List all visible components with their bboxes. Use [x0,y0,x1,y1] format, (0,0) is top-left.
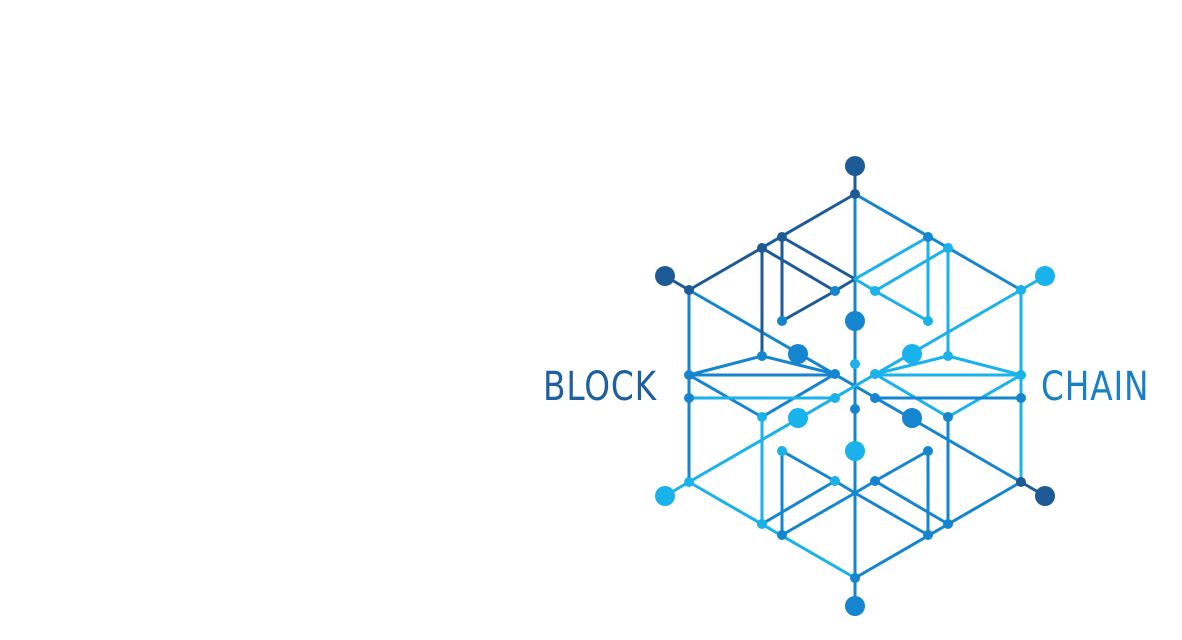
network-junction-node [684,477,694,487]
network-outer-node [845,156,865,176]
network-line [946,373,1023,419]
network-outer-node [1035,266,1055,286]
network-line [873,354,950,376]
network-line [687,480,857,580]
network-junction-node [777,446,787,456]
network-junction-node [757,243,767,253]
network-line [780,235,857,281]
network-line [853,491,930,537]
network-junction-node [1016,393,1026,403]
network-inner-node [845,441,865,461]
network-line [687,192,857,292]
network-junction-node [1016,477,1026,487]
network-junction-node [777,530,787,540]
network-junction-node [870,286,880,296]
network-junction-node [684,370,694,380]
network-line [853,480,1023,580]
logo-word-chain: CHAIN [1041,364,1150,410]
network-line [873,289,930,323]
network-junction-node [757,351,767,361]
network-junction-node [870,369,880,379]
network-line [687,354,764,377]
network-outer-node [1035,486,1055,506]
network-junction-node [850,573,860,583]
network-line [873,479,950,526]
network-junction-node [830,393,840,403]
network-junction-node [1016,285,1026,295]
network-line [780,449,837,483]
network-junction-node [923,316,933,326]
network-line [687,288,1023,484]
network-line [760,354,837,376]
network-inner-node [845,311,865,331]
network-junction-node [850,189,860,199]
network-junction-node [850,359,860,369]
network-junction-node [943,351,953,361]
network-line [946,354,1023,377]
network-junction-node [850,404,860,414]
network-junction-node [943,243,953,253]
network-junction-node [923,232,933,242]
network-junction-node [830,286,840,296]
network-junction-node [757,412,767,422]
network-junction-node [830,476,840,486]
network-junction-node [870,393,880,403]
network-line [873,246,950,293]
network-line [873,449,930,483]
network-junction-node [830,369,840,379]
network-outer-node [655,486,675,506]
network-line [853,235,930,281]
network-line [780,491,857,537]
network-inner-node [902,344,922,364]
network-junction-node [943,519,953,529]
network-line [760,246,837,293]
logo-word-block: BLOCK [543,364,657,410]
network-outer-node [655,266,675,286]
network-junction-node [777,232,787,242]
network-nodes [655,156,1055,616]
network-inner-node [788,344,808,364]
network-junction-node [684,393,694,403]
network-line [760,479,837,526]
network-junction-node [923,530,933,540]
network-outer-node [845,596,865,616]
network-line [780,289,837,323]
network-inner-node [902,408,922,428]
network-line [853,192,1023,292]
network-junction-node [777,316,787,326]
network-junction-node [684,285,694,295]
network-junction-node [923,446,933,456]
network-line [687,373,764,419]
network-lines [663,164,1047,608]
network-line [760,372,837,419]
network-junction-node [757,519,767,529]
network-junction-node [870,476,880,486]
network-line [873,372,950,419]
network-junction-node [1016,370,1026,380]
network-junction-node [943,412,953,422]
network-inner-node [788,408,808,428]
